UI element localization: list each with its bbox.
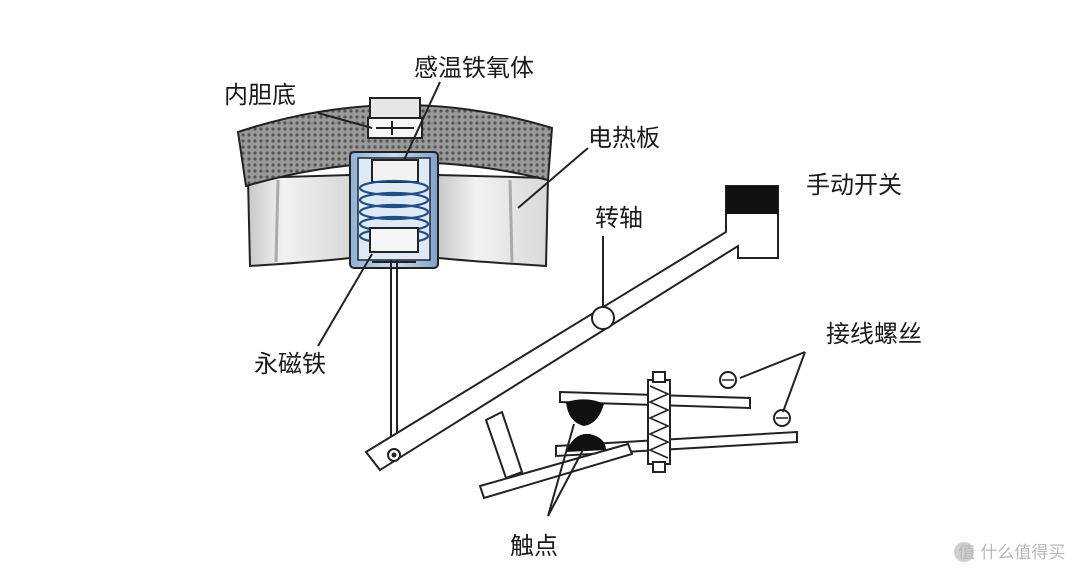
contact-assembly: [478, 371, 798, 500]
label-ferrite: 感温铁氧体: [414, 54, 534, 82]
lower-contact: [566, 433, 606, 452]
thermostat-cup: [349, 151, 439, 269]
leader-lines: [317, 81, 806, 517]
ferrite-block: [367, 97, 423, 139]
label-manual-switch: 手动开关: [806, 171, 902, 199]
label-magnet: 永磁铁: [254, 350, 326, 378]
terminal-screw-lower: [773, 409, 791, 427]
label-shaft: 转轴: [595, 204, 643, 232]
label-terminal-screws: 接线螺丝: [826, 320, 922, 348]
watermark-text: 值 什么值得买: [958, 543, 1065, 563]
label-heating-plate: 电热板: [588, 124, 660, 152]
label-contacts: 触点: [510, 532, 558, 560]
watermark: 值 什么值得买: [954, 542, 1065, 563]
terminal-screw-upper: [719, 371, 737, 389]
heating-plate: [246, 173, 550, 268]
pivot-shaft: [591, 236, 615, 330]
manual-switch-button: [726, 186, 778, 214]
push-rod: [390, 260, 398, 452]
label-inner-pot-bottom: 内胆底: [224, 81, 296, 109]
inner-pot-bottom: [236, 103, 554, 188]
upper-contact: [566, 399, 604, 426]
watermark-logo-icon: [954, 542, 974, 562]
permanent-magnet: [369, 227, 419, 253]
lever-bracket: [484, 410, 524, 480]
lever-arm: [364, 185, 779, 472]
